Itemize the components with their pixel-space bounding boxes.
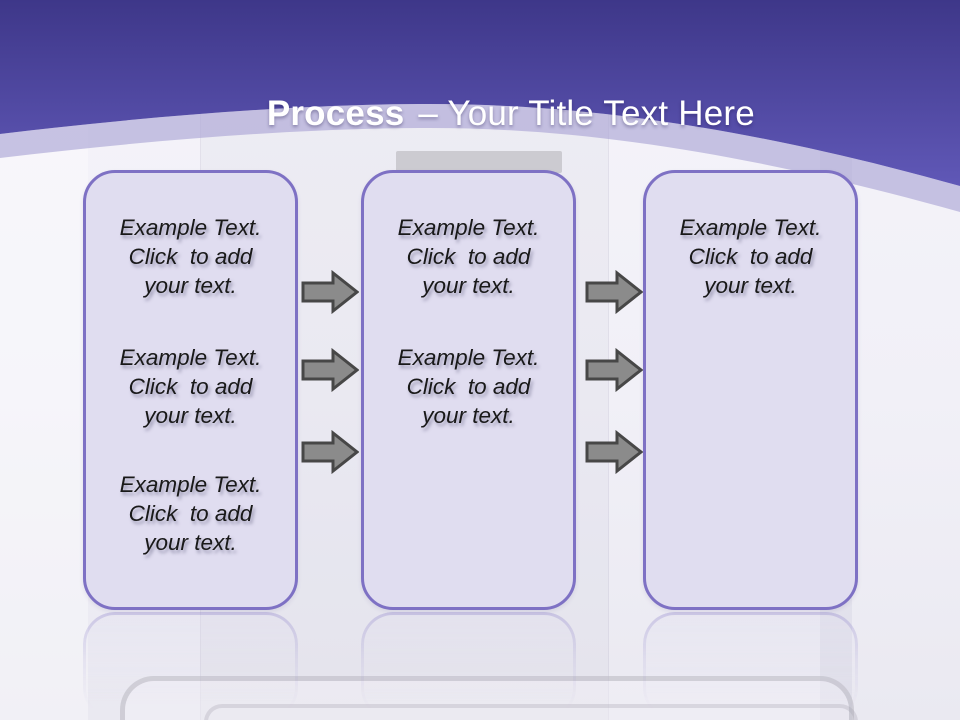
text-placeholder[interactable]: Example Text. Click to add your text. [119,215,262,298]
box-reflection [643,612,858,720]
slide-title[interactable]: Process – Your Title Text Here [0,54,960,174]
title-text: – Your Title Text Here [418,94,755,133]
background-panel-left [0,110,88,720]
text-placeholder[interactable]: Example Text. Click to add your text. [397,345,540,428]
right-arrow-icon [301,348,359,392]
box-reflection [361,612,576,720]
text-placeholder[interactable]: Example Text. Click to add your text. [679,215,822,298]
right-arrow-icon [301,430,359,474]
right-arrow-icon [585,270,643,314]
process-box-2[interactable]: Example Text. Click to add your text. Ex… [361,170,576,610]
right-arrow-icon [585,348,643,392]
text-placeholder[interactable]: Example Text. Click to add your text. [119,472,262,555]
box-reflection [83,612,298,720]
right-arrow-icon [585,430,643,474]
right-arrow-icon [301,270,359,314]
process-box-1[interactable]: Example Text. Click to add your text. Ex… [83,170,298,610]
text-placeholder[interactable]: Example Text. Click to add your text. [119,345,262,428]
text-placeholder[interactable]: Example Text. Click to add your text. [397,215,540,298]
process-box-3[interactable]: Example Text. Click to add your text. [643,170,858,610]
title-keyword: Process [266,94,405,133]
